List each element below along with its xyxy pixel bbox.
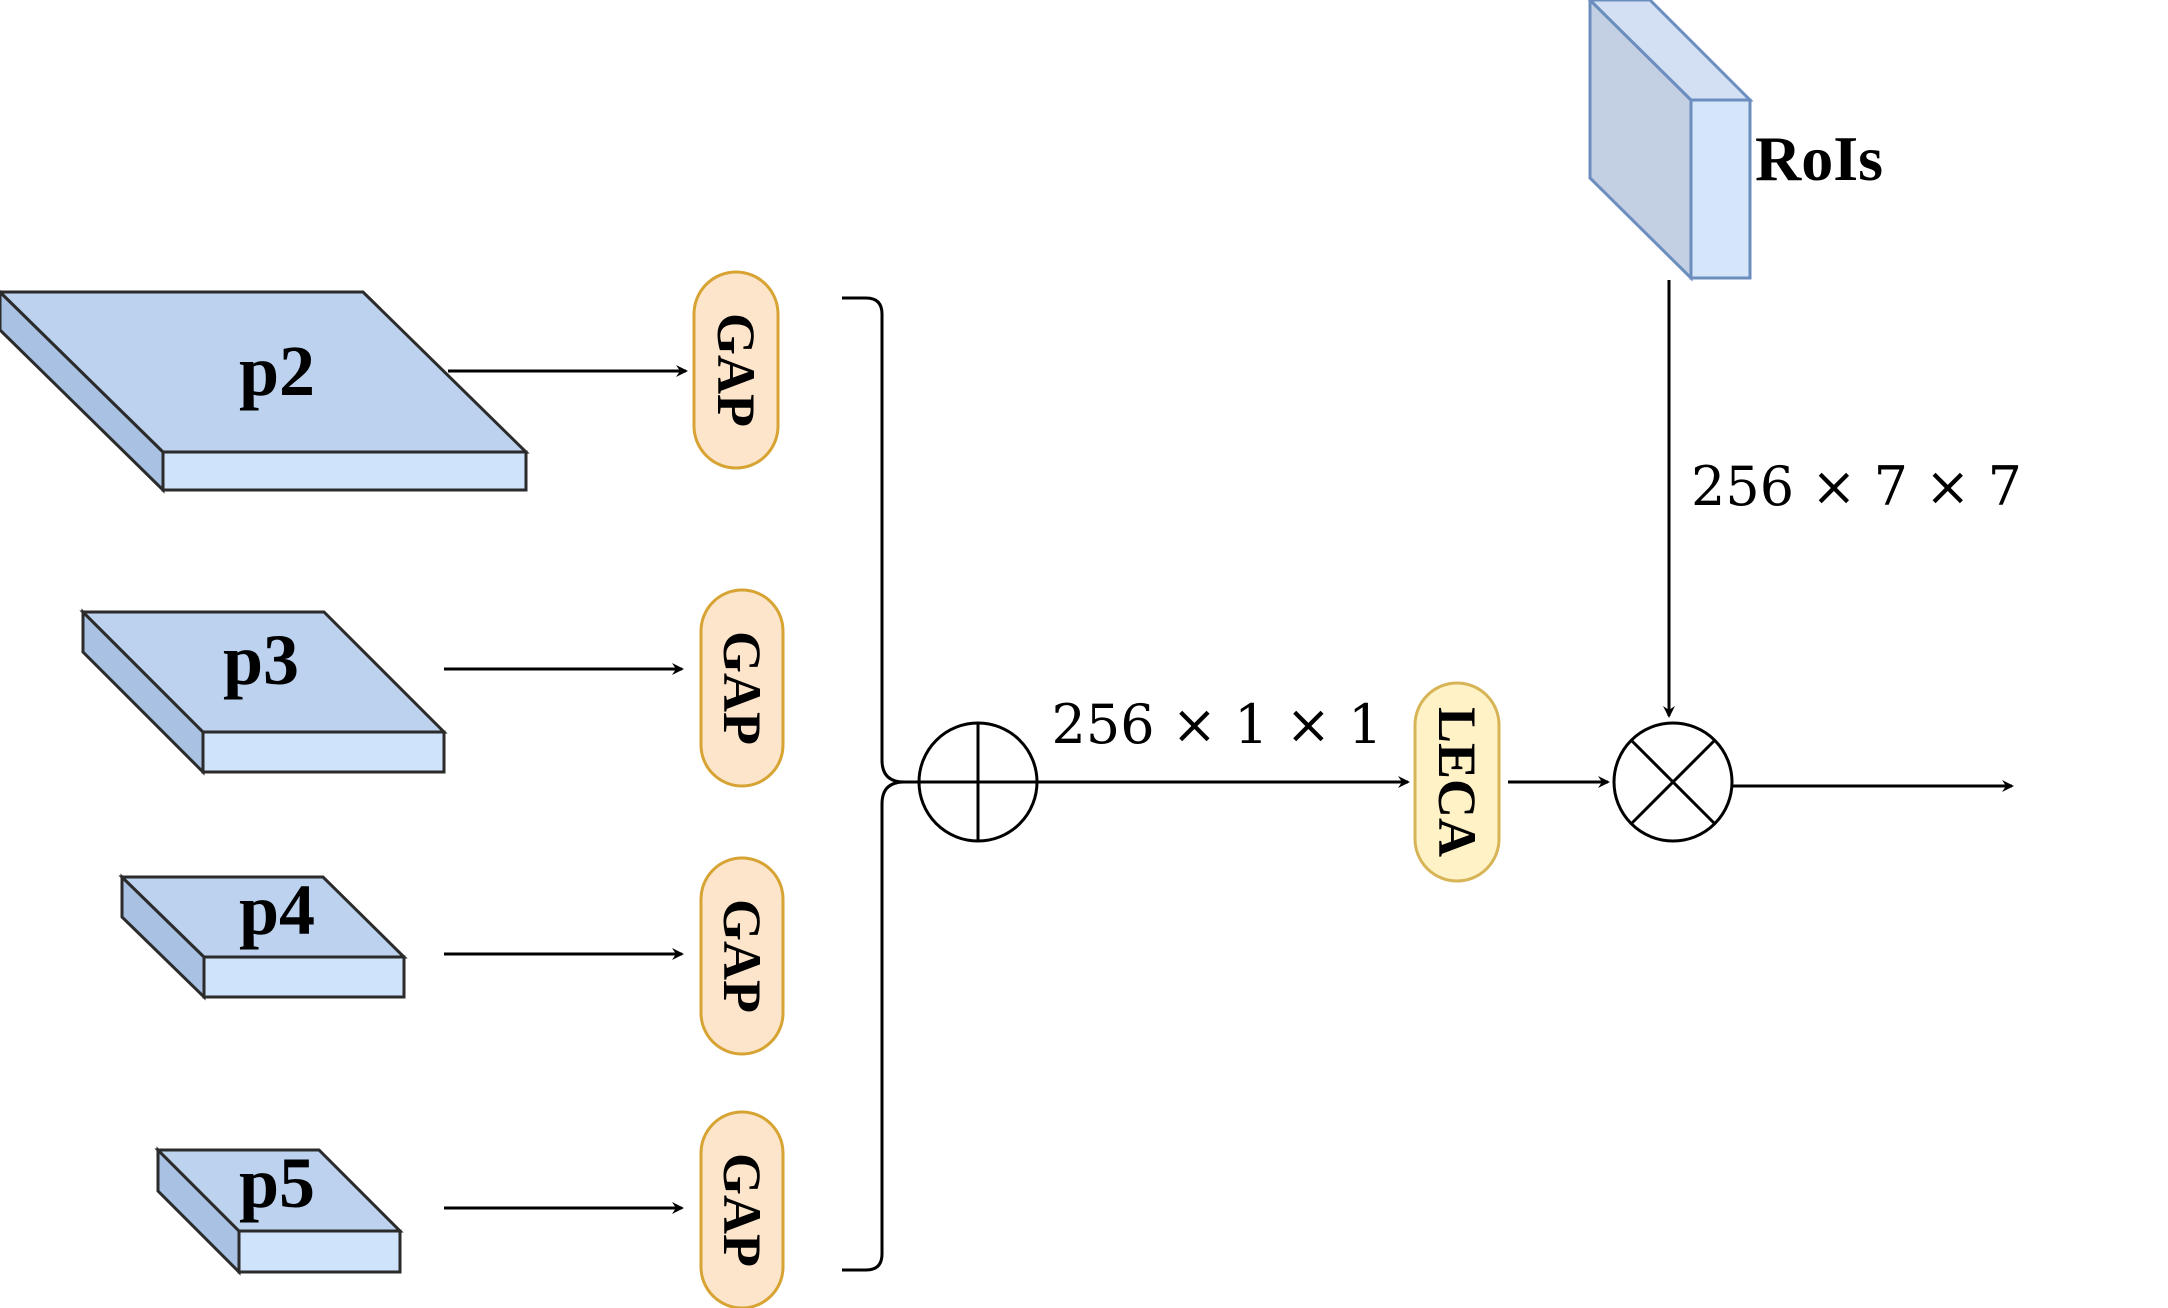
gap-label-3: GAP bbox=[712, 899, 772, 1013]
dims-pooled-label: 256 × 1 × 1 bbox=[1052, 693, 1383, 756]
gap-label-1: GAP bbox=[706, 313, 766, 427]
concat-brace bbox=[842, 296, 905, 1272]
block-label-p2: p2 bbox=[239, 331, 315, 411]
multiply-circle-icon bbox=[1612, 721, 1734, 843]
leca-node: LECA bbox=[1413, 681, 1501, 883]
feature-block-p2: p2 bbox=[0, 289, 530, 494]
block-label-p4: p4 bbox=[239, 870, 315, 950]
add-circle-icon bbox=[917, 721, 1039, 843]
gap-node-3: GAP bbox=[699, 856, 785, 1056]
feature-block-p5: p5 bbox=[154, 1143, 404, 1276]
rois-block: RoIs bbox=[1587, 0, 1883, 282]
block-label-p3: p3 bbox=[223, 620, 299, 700]
rois-label: RoIs bbox=[1755, 123, 1883, 194]
gap-label-2: GAP bbox=[712, 631, 772, 745]
gap-label-4: GAP bbox=[712, 1153, 772, 1267]
gap-node-2: GAP bbox=[699, 588, 785, 788]
leca-label: LECA bbox=[1427, 707, 1487, 857]
block-label-p5: p5 bbox=[239, 1143, 315, 1223]
gap-node-1: GAP bbox=[692, 270, 780, 470]
feature-block-p3: p3 bbox=[79, 608, 448, 776]
dims-roi-label: 256 × 7 × 7 bbox=[1691, 455, 2022, 518]
gap-node-4: GAP bbox=[699, 1110, 785, 1308]
feature-block-p4: p4 bbox=[118, 870, 408, 1001]
